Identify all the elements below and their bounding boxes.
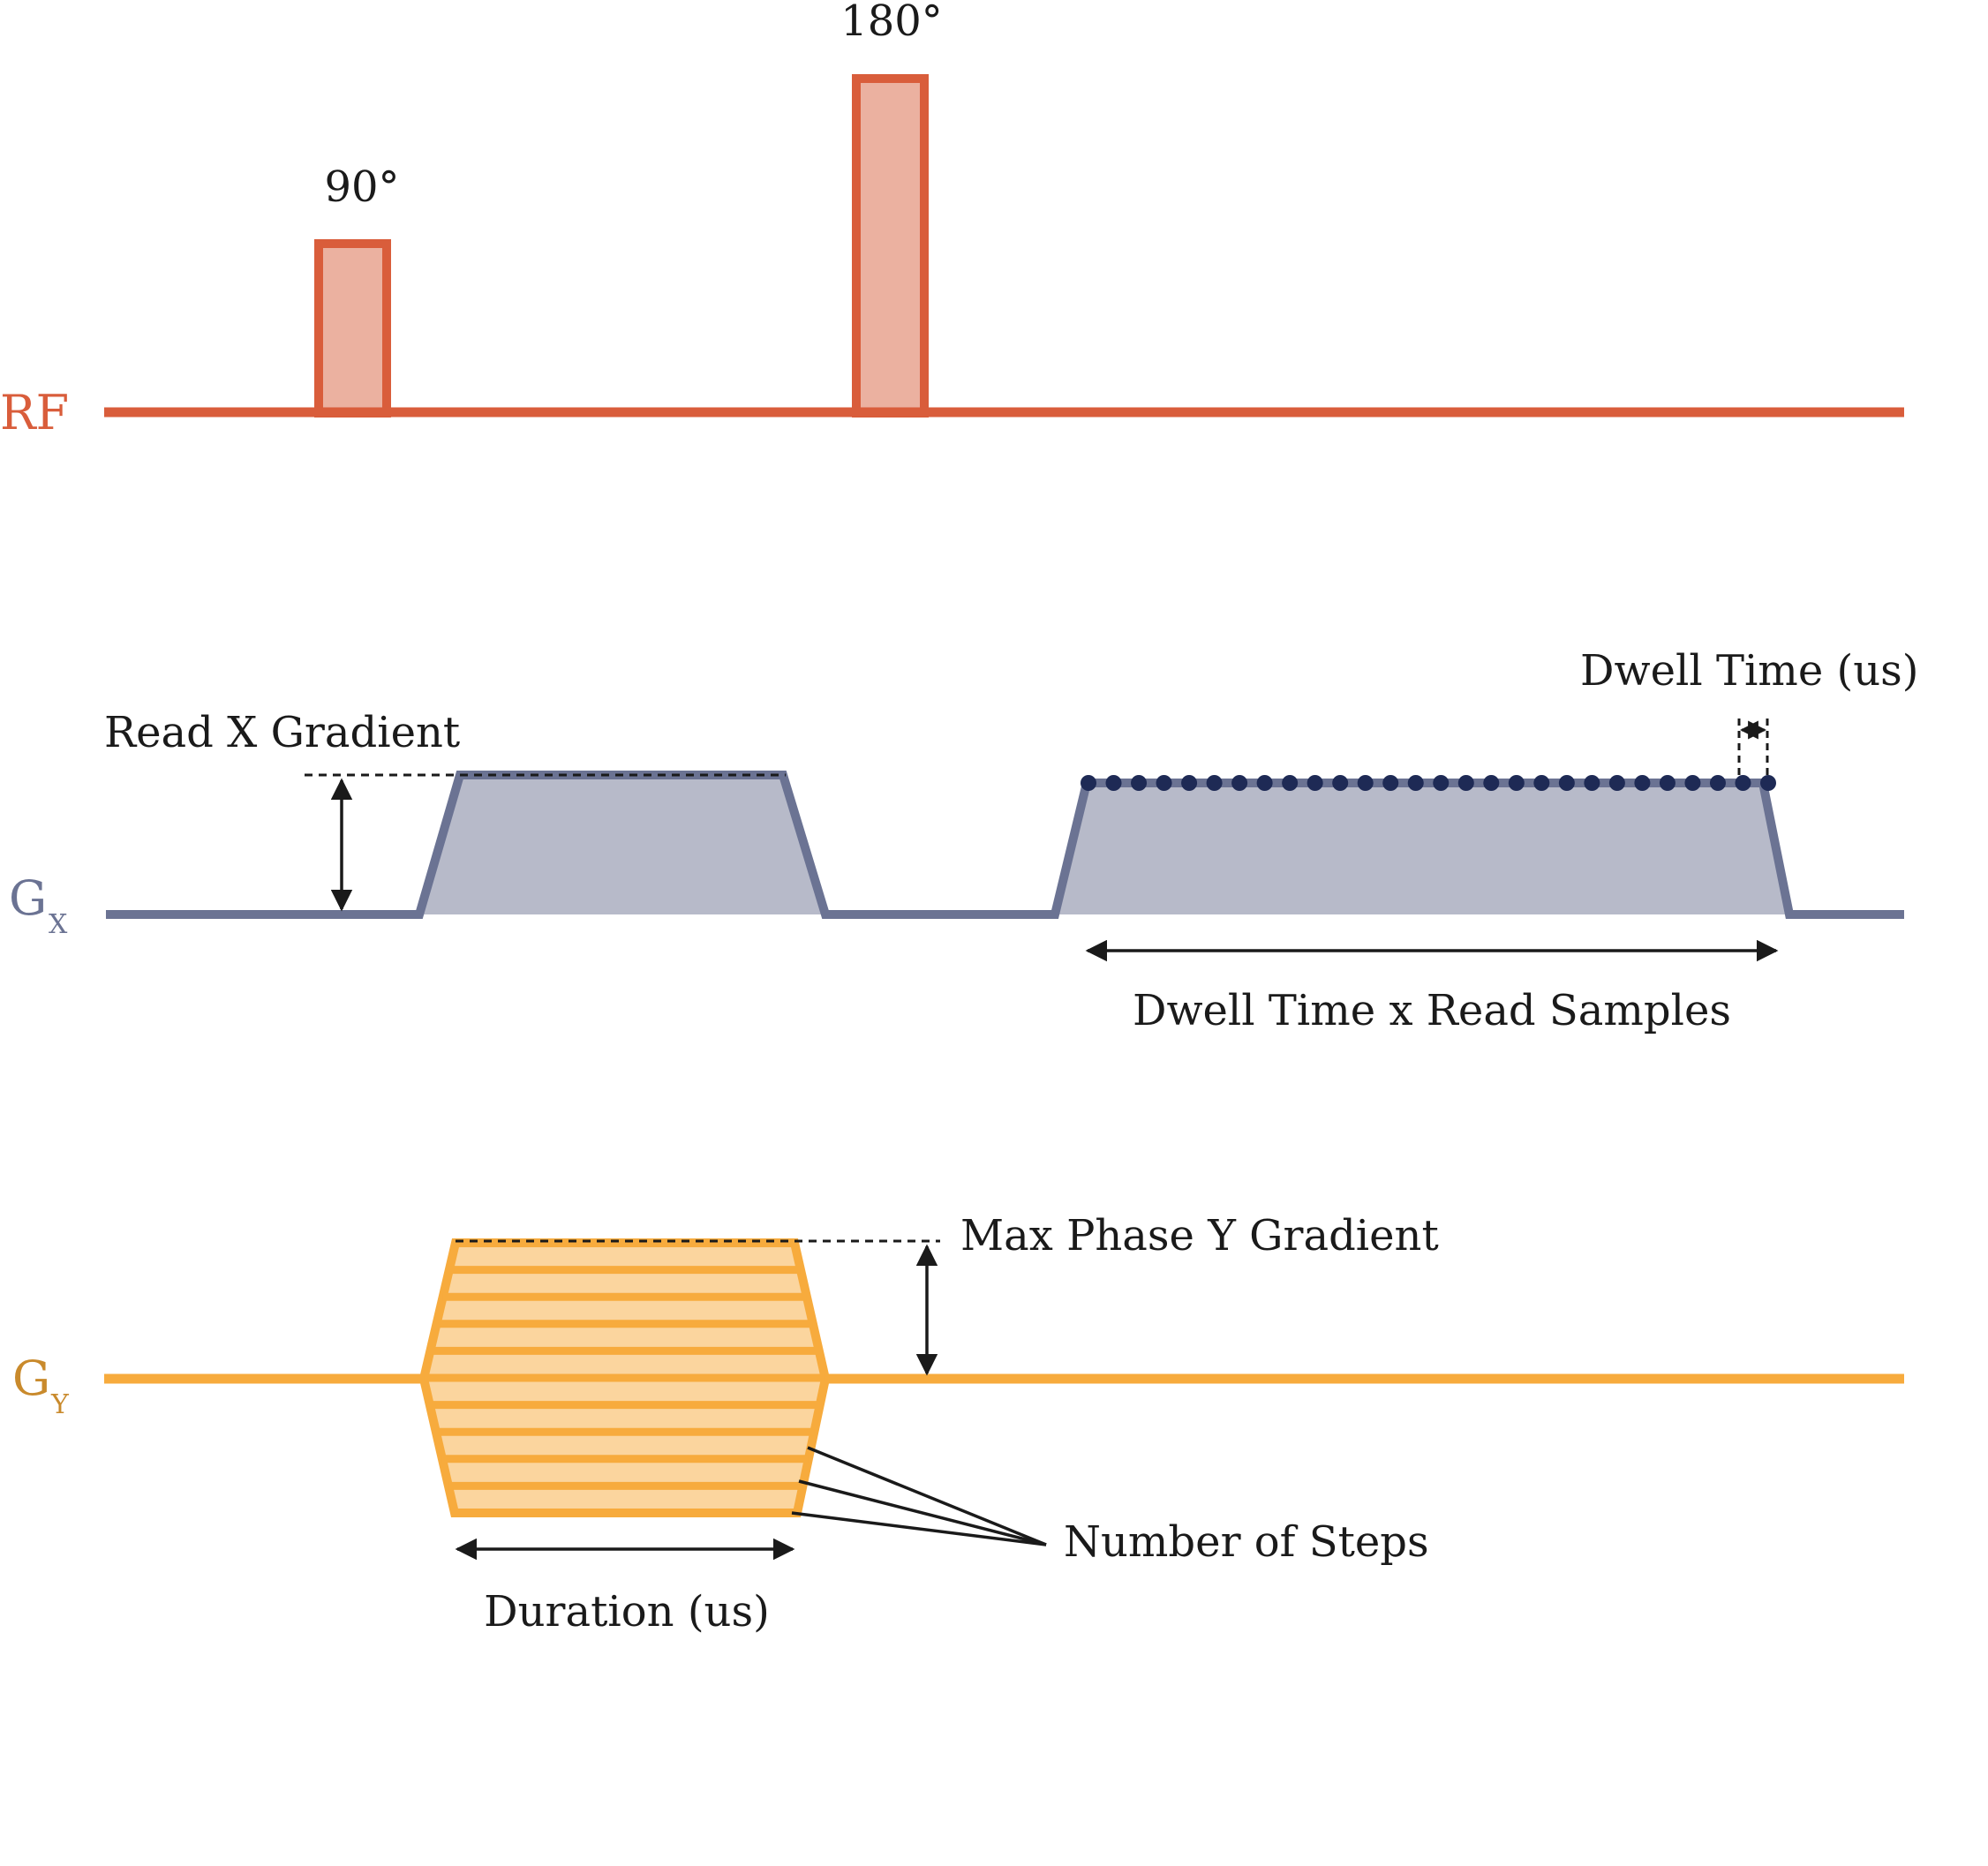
readout-sample-dot	[1558, 775, 1575, 791]
readout-sample-dot	[1181, 775, 1198, 791]
number-of-steps-pointer-3	[791, 1511, 1047, 1546]
readout-sample-dot	[1156, 775, 1172, 791]
rf-channel: RF 90° 180°	[0, 0, 1904, 440]
gy-channel-label: G	[12, 1351, 50, 1406]
gx-channel: Read X Gradient Dwell Time (us) Dwell Ti…	[9, 646, 1918, 1035]
readout-sample-dot	[1533, 775, 1550, 791]
rf-pulse-180	[852, 74, 929, 418]
readout-sample-dot	[1081, 775, 1096, 791]
gy-channel-subscript: Y	[50, 1389, 70, 1420]
readout-sample-dot	[1508, 775, 1525, 791]
read-x-gradient-label: Read X Gradient	[104, 708, 460, 757]
readout-sample-dot	[1357, 775, 1374, 791]
readout-sample-dot	[1457, 775, 1474, 791]
readout-sample-dot	[1131, 775, 1148, 791]
gy-channel-letter: G	[12, 1351, 50, 1406]
readout-sample-dot	[1659, 775, 1675, 791]
readout-sample-dot	[1634, 775, 1651, 791]
readout-sample-dot	[1608, 775, 1625, 791]
rf-pulse-90	[314, 239, 391, 418]
number-of-steps-pointer-1	[807, 1446, 1047, 1546]
readout-sample-dot	[1307, 775, 1323, 791]
gx-channel-label: G	[9, 870, 47, 926]
gx-channel-subscript: X	[49, 909, 68, 940]
dwell-time-x-read-samples-label: Dwell Time x Read Samples	[1133, 986, 1731, 1035]
number-of-steps-label: Number of Steps	[1064, 1517, 1429, 1567]
max-phase-y-gradient-label: Max Phase Y Gradient	[960, 1211, 1439, 1260]
readout-sample-dot	[1332, 775, 1349, 791]
readout-sample-dot	[1483, 775, 1500, 791]
rf-pulse-180-label: 180°	[840, 0, 943, 46]
readout-sample-dot	[1231, 775, 1248, 791]
readout-sample-dots	[1081, 775, 1776, 791]
gy-channel: Max Phase Y Gradient Number of Steps Dur…	[12, 1211, 1904, 1637]
phase-step-lines	[424, 1266, 825, 1490]
gx-waveform	[106, 771, 1904, 919]
readout-sample-dot	[1105, 775, 1122, 791]
number-of-steps-pointer-2	[798, 1479, 1047, 1546]
duration-label: Duration (us)	[484, 1587, 770, 1637]
readout-sample-dot	[1407, 775, 1424, 791]
readout-sample-dot	[1584, 775, 1600, 791]
readout-sample-dot	[1684, 775, 1701, 791]
readout-sample-dot	[1433, 775, 1450, 791]
readout-sample-dot	[1256, 775, 1273, 791]
gx-channel-letter: G	[9, 870, 47, 926]
gx-readout-lobe	[1055, 783, 1789, 914]
readout-sample-dot	[1282, 775, 1299, 791]
gx-prephase-lobe	[419, 775, 825, 914]
rf-pulse-90-label: 90°	[324, 162, 399, 212]
readout-sample-dot	[1760, 775, 1776, 791]
rf-channel-label: RF	[0, 385, 69, 440]
readout-sample-dot	[1735, 775, 1751, 791]
dwell-time-label: Dwell Time (us)	[1580, 646, 1918, 696]
readout-sample-dot	[1206, 775, 1223, 791]
readout-sample-dot	[1382, 775, 1399, 791]
readout-sample-dot	[1709, 775, 1726, 791]
